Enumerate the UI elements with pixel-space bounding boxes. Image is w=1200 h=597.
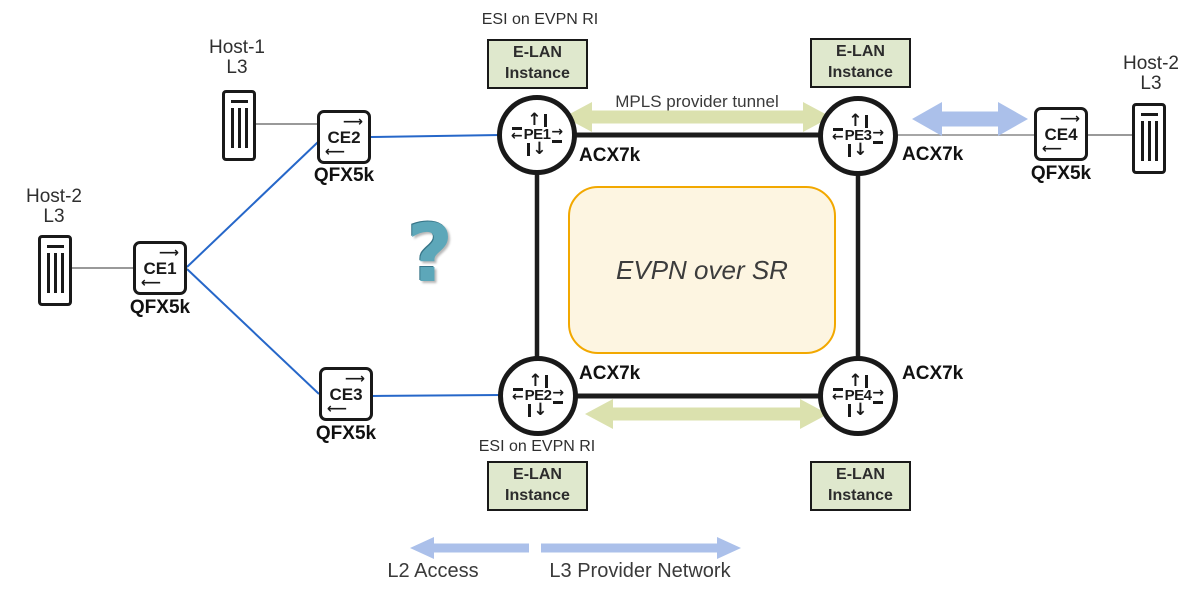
router-icon: ↑ bbox=[528, 373, 548, 389]
pe1-model: ACX7k bbox=[579, 145, 641, 166]
left-arrow-icon: ← bbox=[831, 128, 844, 146]
host-2-left-label: Host-2 L3 bbox=[26, 186, 82, 227]
pe4-name: PE4 bbox=[844, 387, 872, 404]
question-mark: ? bbox=[406, 207, 454, 300]
pe3-model: ACX7k bbox=[902, 144, 964, 165]
server-icon bbox=[46, 245, 64, 248]
right-arrow-icon: ⟶ bbox=[344, 371, 365, 387]
router-icon: ↑ bbox=[848, 373, 868, 389]
router-icon: ↑ bbox=[527, 112, 547, 128]
host-2-right bbox=[1132, 103, 1166, 174]
right-arrow-icon: → bbox=[551, 125, 563, 143]
ce4-name: CE4 bbox=[1044, 124, 1078, 144]
host-1 bbox=[222, 90, 256, 161]
ce3-switch: ⟶ CE3 ⟵ bbox=[319, 367, 373, 421]
pe3-name: PE3 bbox=[844, 127, 872, 144]
left-arrow-icon: ⟵ bbox=[325, 143, 346, 160]
left-arrow-icon: ← bbox=[510, 127, 523, 145]
evpn-core-box: EVPN over SR bbox=[568, 186, 836, 354]
pe2-model: ACX7k bbox=[579, 363, 641, 384]
right-arrow-icon: ⟶ bbox=[1059, 111, 1080, 127]
evpn-core-label: EVPN over SR bbox=[616, 254, 788, 285]
l2-access-arrow bbox=[410, 537, 529, 559]
host-2-left bbox=[38, 235, 72, 306]
right-arrow-icon: → bbox=[872, 126, 884, 144]
mpls-tunnel-arrow-top bbox=[564, 102, 831, 132]
mpls-tunnel-arrow-bottom bbox=[585, 399, 828, 429]
pe1-router: ↑ ← PE1 → ↓ bbox=[497, 95, 577, 175]
link-ce1-ce3 bbox=[186, 268, 320, 395]
pe3-router: ↑ ← PE3 → ↓ bbox=[818, 96, 898, 176]
server-icon bbox=[230, 100, 248, 103]
elan-instance-pe4: E-LAN Instance bbox=[810, 461, 911, 511]
ce2-name: CE2 bbox=[327, 127, 361, 147]
right-arrow-icon: → bbox=[552, 386, 564, 404]
router-icon: ↑ bbox=[848, 113, 868, 129]
elan-instance-pe2: E-LAN Instance bbox=[487, 461, 588, 511]
ce2-switch: ⟶ CE2 ⟵ bbox=[317, 110, 371, 164]
ce1-switch: ⟶ CE1 ⟵ bbox=[133, 241, 187, 295]
right-arrow-icon: → bbox=[872, 386, 884, 404]
pe4-model: ACX7k bbox=[902, 363, 964, 384]
ce1-model: QFX5k bbox=[129, 297, 191, 318]
left-arrow-icon: ← bbox=[511, 388, 524, 406]
ce3-model: QFX5k bbox=[315, 423, 377, 444]
ce3-name: CE3 bbox=[329, 384, 363, 404]
host-2-right-label: Host-2 L3 bbox=[1123, 53, 1179, 94]
mpls-tunnel-label: MPLS provider tunnel bbox=[615, 92, 779, 111]
l3-provider-network-label: L3 Provider Network bbox=[549, 560, 731, 582]
ce4-model: QFX5k bbox=[1030, 163, 1092, 184]
left-arrow-icon: ← bbox=[831, 388, 844, 406]
pe2-name: PE2 bbox=[524, 387, 552, 404]
esi-label-bottom: ESI on EVPN RI bbox=[478, 438, 596, 455]
esi-label-top: ESI on EVPN RI bbox=[481, 11, 599, 28]
link-ce3-pe2 bbox=[371, 394, 502, 397]
elan-instance-pe1: E-LAN Instance bbox=[487, 39, 588, 89]
left-arrow-icon: ⟵ bbox=[327, 400, 348, 417]
ce4-switch: ⟶ CE4 ⟵ bbox=[1034, 107, 1088, 161]
right-arrow-icon: ⟶ bbox=[158, 245, 179, 261]
link-ce2-pe1 bbox=[370, 134, 501, 138]
pe2-router: ↑ ← PE2 → ↓ bbox=[498, 356, 578, 436]
elan-instance-pe3: E-LAN Instance bbox=[810, 38, 911, 88]
l3-provider-arrow bbox=[541, 537, 741, 559]
pe4-router: ↑ ← PE4 → ↓ bbox=[818, 356, 898, 436]
link-ce1-ce2 bbox=[186, 141, 319, 268]
l2-access-label: L2 Access bbox=[387, 560, 479, 582]
host-1-label: Host-1 L3 bbox=[209, 37, 265, 78]
left-arrow-icon: ⟵ bbox=[141, 274, 162, 291]
pe1-name: PE1 bbox=[523, 126, 551, 143]
right-arrow-icon: ⟶ bbox=[342, 114, 363, 130]
ce1-name: CE1 bbox=[143, 258, 177, 278]
left-arrow-icon: ⟵ bbox=[1042, 140, 1063, 157]
ce2-model: QFX5k bbox=[313, 165, 375, 186]
pe3-ce4-arrow bbox=[912, 102, 1028, 136]
server-icon bbox=[1140, 113, 1158, 116]
